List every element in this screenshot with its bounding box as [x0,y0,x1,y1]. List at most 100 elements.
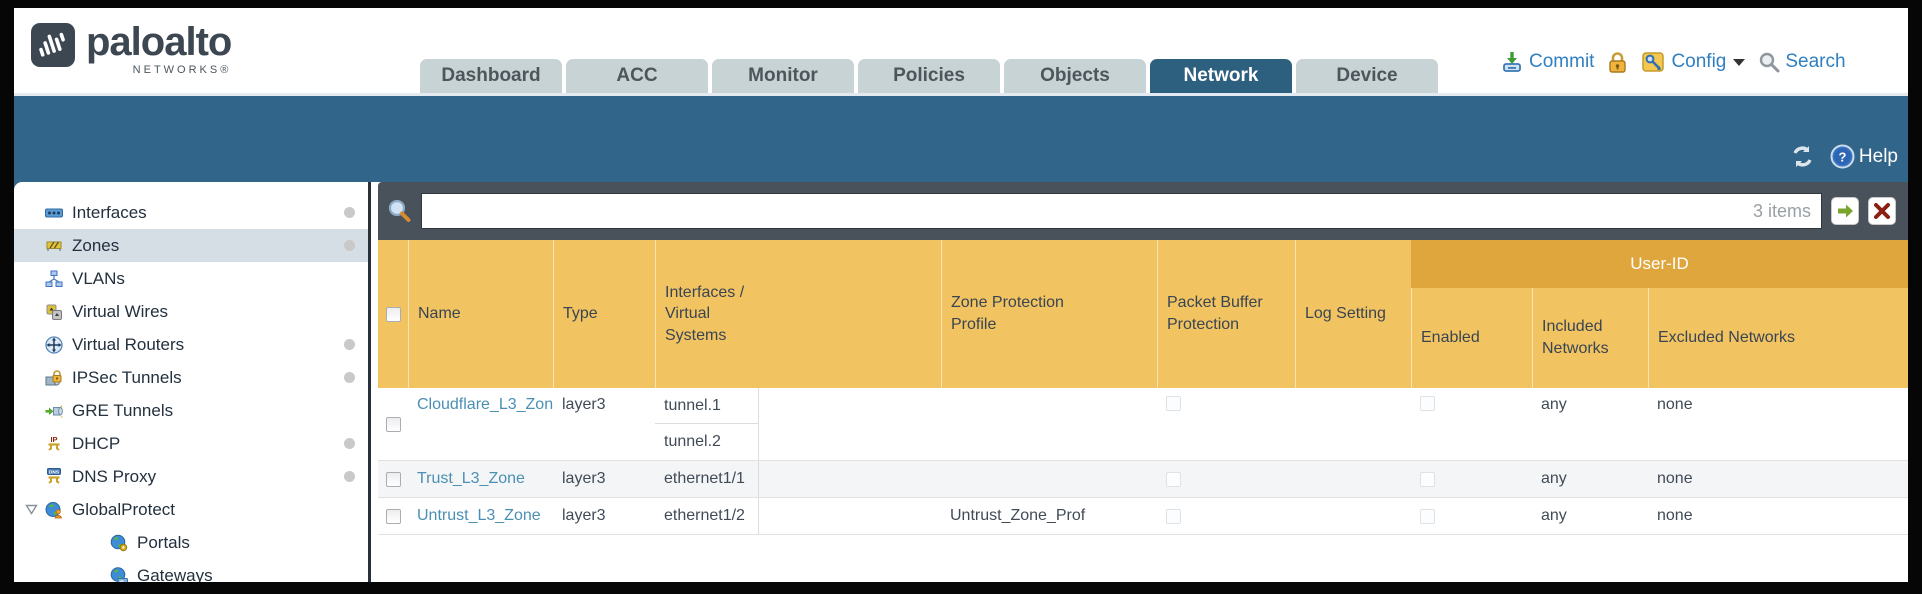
excluded-networks-cell: none [1657,470,1693,487]
tab-device[interactable]: Device [1296,59,1438,93]
user-id-enabled-checkbox [1420,471,1435,487]
user-id-enabled-checkbox [1420,508,1435,524]
col-header-name[interactable]: Name [408,240,553,388]
col-header-zone-protection-profile[interactable]: Zone Protection Profile [941,240,1157,388]
included-networks-cell: any [1541,396,1567,413]
col-header-enabled[interactable]: Enabled [1411,288,1532,388]
zone-interfaces-cell: ethernet1/1 [655,461,941,497]
log-setting-cell [1295,461,1411,497]
col-header-excluded-networks[interactable]: Excluded Networks [1648,288,1908,388]
log-setting-cell [1295,388,1411,460]
zone-name-link[interactable]: Trust_L3_Zone [417,470,525,487]
portals-icon [110,534,128,552]
expand-triangle-icon[interactable] [25,504,38,516]
row-select-checkbox[interactable] [385,508,401,524]
main-panel: 3 items [371,182,1908,582]
zone-type-cell: layer3 [562,396,606,413]
interface-entry: ethernet1/2 [655,498,759,534]
user-id-enabled-checkbox [1420,396,1435,411]
zone-interfaces-cell: ethernet1/2 [655,498,941,534]
col-header-interfaces[interactable]: Interfaces / Virtual Systems [655,240,941,388]
col-header-packet-buffer-protection[interactable]: Packet Buffer Protection [1157,240,1295,388]
tab-monitor[interactable]: Monitor [712,59,854,93]
tab-dashboard[interactable]: Dashboard [420,59,562,93]
sidebar-item-virtual-wires[interactable]: Virtual Wires [14,295,368,328]
commit-button[interactable]: Commit [1500,50,1594,74]
help-label: Help [1858,145,1898,167]
col-header-included-networks[interactable]: Included Networks [1532,288,1648,388]
clear-filter-button[interactable] [1868,197,1896,225]
col-header-type[interactable]: Type [553,240,655,388]
filter-input[interactable] [422,194,1753,228]
sidebar-item-vlans[interactable]: VLANs [14,262,368,295]
sidebar-item-gre-tunnels[interactable]: GRE Tunnels [14,394,368,427]
tab-objects[interactable]: Objects [1004,59,1146,93]
col-group-header-user-id: User-ID [1411,240,1908,288]
status-dot [344,240,355,251]
app-window: paloalto NETWORKS® Dashboard ACC Monitor… [14,8,1908,582]
sidebar-item-portals[interactable]: Portals [14,526,368,559]
log-setting-cell [1295,498,1411,534]
zone-protection-profile-cell [941,388,1157,460]
row-select-checkbox[interactable] [385,416,401,432]
caret-down-icon [1733,58,1746,66]
zone-protection-profile-cell: Untrust_Zone_Prof [950,507,1086,524]
zone-name-link[interactable]: Cloudflare_L3_Zone [417,396,553,413]
sidebar-item-dns-proxy[interactable]: DNS DNS Proxy [14,460,368,493]
logo-subtext: NETWORKS® [132,64,232,76]
lock-icon [1607,51,1628,74]
lock-button[interactable] [1607,51,1628,74]
packet-buffer-protection-checkbox [1166,471,1181,487]
sidebar-item-globalprotect[interactable]: GlobalProtect [14,493,368,526]
tab-policies[interactable]: Policies [858,59,1000,93]
table-row[interactable]: Cloudflare_L3_Zone layer3 tunnel.1 tunne… [378,388,1908,461]
teal-toolbar-band: ? Help [14,93,1908,182]
search-label: Search [1785,51,1846,72]
search-button[interactable]: Search [1758,51,1846,73]
top-bar: paloalto NETWORKS® Dashboard ACC Monitor… [14,8,1908,93]
interface-entry: tunnel.2 [655,424,759,460]
filter-bar: 3 items [378,182,1908,240]
dns-proxy-icon: DNS [45,467,63,486]
col-header-log-setting[interactable]: Log Setting [1295,240,1411,388]
red-x-icon [1873,202,1891,220]
sidebar-item-gateways[interactable]: Gateways [14,559,368,582]
sidebar-divider[interactable] [368,182,371,582]
globalprotect-icon [45,501,63,519]
gre-tunnels-icon [45,402,63,420]
sidebar-item-virtual-routers[interactable]: Virtual Routers [14,328,368,361]
zone-name-link[interactable]: Untrust_L3_Zone [417,507,541,524]
table-empty-area [378,535,1908,582]
select-all-cell [378,240,408,388]
sidebar-item-interfaces[interactable]: Interfaces [14,196,368,229]
sidebar-item-zones[interactable]: Zones [14,229,368,262]
packet-buffer-protection-checkbox [1166,508,1181,524]
sidebar-item-dhcp[interactable]: IP DHCP [14,427,368,460]
sidebar: Interfaces Zones VLANs Virtual Wires [14,182,368,582]
ipsec-tunnels-icon [45,369,63,387]
config-menu-button[interactable]: Config [1641,50,1746,74]
virtual-wires-icon [45,303,63,321]
svg-text:DNS: DNS [49,469,60,475]
apply-filter-button[interactable] [1831,197,1859,225]
table-row[interactable]: Untrust_L3_Zone layer3 ethernet1/2 Untru… [378,498,1908,535]
excluded-networks-cell: none [1657,396,1693,413]
row-select-checkbox[interactable] [385,471,401,487]
interfaces-icon [45,204,63,222]
interface-entry: tunnel.1 [655,388,759,424]
tab-acc[interactable]: ACC [566,59,708,93]
status-dot [344,438,355,449]
select-all-checkbox[interactable] [385,306,401,322]
tab-network[interactable]: Network [1150,59,1292,93]
sidebar-item-ipsec-tunnels[interactable]: IPSec Tunnels [14,361,368,394]
search-icon [1758,51,1780,73]
vlans-icon [45,270,63,288]
refresh-icon[interactable] [1789,143,1816,170]
status-dot [344,372,355,383]
config-label: Config [1671,51,1727,72]
zones-table-header: Name Type Interfaces / Virtual Systems Z… [378,240,1908,388]
table-row[interactable]: Trust_L3_Zone layer3 ethernet1/1 any non… [378,461,1908,498]
help-button[interactable]: ? Help [1830,144,1898,169]
zone-type-cell: layer3 [562,507,606,524]
